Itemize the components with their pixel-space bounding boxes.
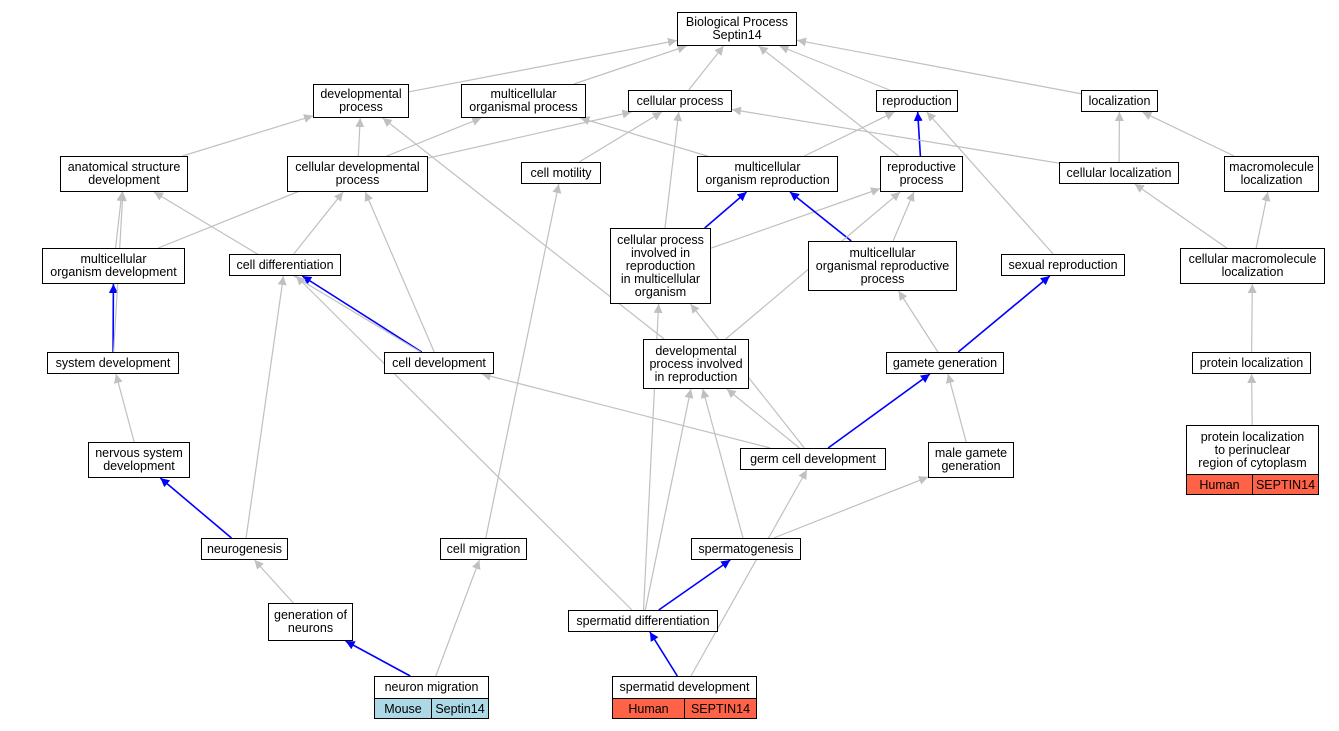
node-cellular-developmental-process[interactable]: cellular developmental process [287,156,428,192]
node-cellular-localization[interactable]: cellular localization [1059,162,1179,184]
edge-cellular-macromolecule-localization-to-cellular-localization [1134,183,1228,249]
node-neurogenesis[interactable]: neurogenesis [201,538,288,560]
edge-cell-development-to-cellular-developmental-process [364,191,435,353]
edge-cellular-localization-to-cellular-process [731,106,1060,164]
edge-sexual-reproduction-to-reproduction [926,111,1054,255]
edge-germ-cell-development-to-gamete-generation [827,373,931,449]
annotation-neuron-migration: Mouse Septin14 [374,698,489,719]
node-protein-localization[interactable]: protein localization [1192,352,1311,374]
node-neuron-migration[interactable]: neuron migration [374,676,489,699]
node-anatomical-structure-development[interactable]: anatomical structure development [60,156,188,192]
edge-spermatid-differentiation-to-developmental-process-reproduction [644,388,694,611]
annotation-spermatid-development: Human SEPTIN14 [612,698,757,719]
annotation-species: Human [613,699,684,718]
node-multicellular-organism-reproduction[interactable]: multicellular organism reproduction [697,156,838,192]
node-male-gamete-generation[interactable]: male gamete generation [928,442,1014,478]
node-cell-development[interactable]: cell development [384,352,494,374]
node-multicellular-organism-development[interactable]: multicellular organism development [42,248,185,284]
edge-generation-of-neurons-to-neurogenesis [254,559,294,604]
node-reproduction[interactable]: reproduction [876,90,958,112]
annotation-species: Mouse [375,699,431,718]
edge-multicellular-organismal-reproductive-process-to-multicellular-organism-reproduction [789,191,852,242]
edge-gamete-generation-to-multicellular-organismal-reproductive-process [898,290,939,353]
edge-nervous-system-development-to-system-development [113,373,135,443]
annotation-species: Human [1187,475,1252,494]
edge-cellular-process-reproduction-to-multicellular-organism-reproduction [704,191,748,229]
node-developmental-process-reproduction[interactable]: developmental process involved in reprod… [643,339,749,389]
edge-protein-localization-perinuclear-to-protein-localization [1247,373,1257,426]
node-germ-cell-development[interactable]: germ cell development [740,448,886,470]
node-macromolecule-localization[interactable]: macromolecule localization [1224,156,1319,192]
edge-reproductive-process-to-reproduction [913,111,923,157]
node-cellular-process-reproduction[interactable]: cellular process involved in reproductio… [610,228,711,304]
edge-multicellular-organism-reproduction-to-multicellular-organismal-process [580,116,708,157]
node-reproductive-process[interactable]: reproductive process [880,156,963,192]
edge-cellular-process-reproduction-to-cellular-process [664,111,683,229]
annotation-protein-localization-perinuclear: Human SEPTIN14 [1186,474,1319,495]
edge-reproductive-process-to-biological-process [758,45,899,157]
edge-cellular-developmental-process-to-developmental-process [355,117,365,157]
edge-cell-differentiation-to-cellular-developmental-process [293,191,344,255]
edge-multicellular-organism-development-to-anatomical-structure-development [114,191,126,249]
node-multicellular-organismal-process[interactable]: multicellular organismal process [461,84,586,118]
edge-developmental-process-to-biological-process [408,37,678,93]
edge-spermatogenesis-to-developmental-process-reproduction [700,388,744,539]
edge-multicellular-organism-reproduction-to-reproduction [804,111,895,157]
edge-neurogenesis-to-cell-differentiation [245,275,287,539]
node-spermatogenesis[interactable]: spermatogenesis [691,538,801,560]
edge-male-gamete-generation-to-gamete-generation [945,373,967,443]
edge-anatomical-structure-development-to-developmental-process [182,114,314,157]
node-biological-process[interactable]: Biological Process Septin14 [677,12,797,46]
edge-spermatid-differentiation-to-spermatogenesis [658,559,731,611]
edge-neurogenesis-to-nervous-system-development [159,477,232,539]
node-cell-differentiation[interactable]: cell differentiation [229,254,341,276]
edge-reproduction-to-biological-process [779,45,890,91]
node-sexual-reproduction[interactable]: sexual reproduction [1001,254,1125,276]
annotation-gene: SEPTIN14 [1252,475,1318,494]
edge-cellular-developmental-process-to-cellular-process [427,109,632,159]
edge-spermatogenesis-to-male-gamete-generation [773,476,929,539]
edge-cell-motility-to-cellular-process [578,111,663,163]
edge-neuron-migration-to-cell-migration [435,559,481,677]
edge-cellular-process-reproduction-to-reproductive-process [710,187,881,249]
edge-localization-to-biological-process [796,37,1082,95]
node-protein-localization-perinuclear[interactable]: protein localization to perinuclear regi… [1186,425,1319,475]
edge-germ-cell-development-to-cell-development [481,371,771,449]
node-system-development[interactable]: system development [47,352,179,374]
node-cell-motility[interactable]: cell motility [521,162,601,184]
annotation-gene: SEPTIN14 [684,699,756,718]
edge-spermatid-development-to-spermatid-differentiation [649,631,679,677]
node-gamete-generation[interactable]: gamete generation [886,352,1004,374]
annotation-gene: Septin14 [431,699,488,718]
edge-multicellular-organismal-process-to-biological-process [573,44,687,85]
edge-neuron-migration-to-generation-of-neurons [345,640,411,677]
edge-germ-cell-development-to-developmental-process-reproduction [726,388,800,449]
edge-spermatid-differentiation-to-cell-differentiation [295,275,633,611]
edge-multicellular-organismal-reproductive-process-to-reproductive-process [892,191,915,242]
node-spermatid-development[interactable]: spermatid development [612,676,757,699]
edge-cellular-process-to-biological-process [688,45,725,91]
node-cellular-process[interactable]: cellular process [628,90,732,112]
node-cell-migration[interactable]: cell migration [440,538,527,560]
node-spermatid-differentiation[interactable]: spermatid differentiation [568,610,718,632]
edge-cell-migration-to-cell-motility [485,183,562,539]
edge-spermatid-development-to-germ-cell-development [690,469,808,677]
node-multicellular-organismal-reproductive-process[interactable]: multicellular organismal reproductive pr… [808,241,957,291]
node-nervous-system-development[interactable]: nervous system development [88,442,190,478]
edge-cell-development-to-cell-differentiation [301,275,423,353]
node-developmental-process[interactable]: developmental process [313,84,409,118]
edge-cellular-macromolecule-localization-to-macromolecule-localization [1255,191,1271,249]
node-localization[interactable]: localization [1081,90,1158,112]
edge-macromolecule-localization-to-localization [1142,111,1235,157]
edge-protein-localization-to-cellular-macromolecule-localization [1247,283,1257,353]
node-generation-of-neurons[interactable]: generation of neurons [268,603,353,641]
edge-gamete-generation-to-sexual-reproduction [957,275,1051,353]
node-cellular-macromolecule-localization[interactable]: cellular macromolecule localization [1180,248,1325,284]
